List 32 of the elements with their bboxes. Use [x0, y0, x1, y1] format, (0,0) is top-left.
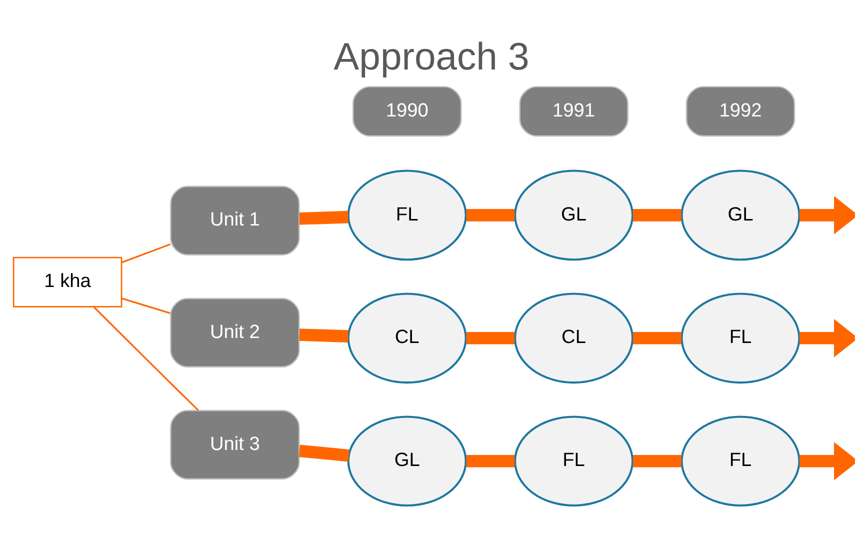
node-box: Unit 2 [170, 298, 300, 368]
node-ellipse: GL [514, 170, 634, 261]
connector [93, 306, 199, 411]
connector [466, 332, 515, 344]
node-ellipse: CL [347, 292, 467, 384]
node-ellipse: CL [514, 292, 634, 384]
connector [122, 244, 171, 264]
arrow [800, 442, 855, 480]
node-ellipse: GL [347, 416, 467, 507]
arrow [800, 196, 855, 234]
connector [298, 444, 350, 462]
node-box: 1 kha [12, 256, 122, 308]
node-ellipse: FL [347, 170, 467, 261]
node-box: Unit 3 [170, 410, 300, 480]
connector [632, 209, 682, 222]
connector [632, 332, 682, 344]
connector [299, 210, 348, 225]
diagram-title: Approach 3 [334, 36, 530, 79]
node-box: 1992 [686, 86, 796, 137]
node-ellipse: FL [680, 416, 800, 507]
arrow [800, 319, 855, 358]
connector [466, 454, 515, 468]
node-box: Unit 1 [170, 186, 300, 256]
connector [632, 454, 682, 468]
node-ellipse: GL [680, 170, 800, 261]
node-ellipse: FL [514, 416, 634, 507]
node-box: 1991 [519, 86, 628, 137]
connector [466, 209, 515, 222]
connector [122, 298, 171, 314]
node-ellipse: FL [680, 292, 800, 384]
node-box: 1990 [352, 86, 462, 137]
connector [299, 328, 348, 342]
